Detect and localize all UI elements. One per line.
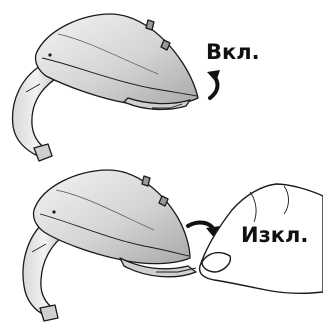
top-rotate-arrow-icon [207, 70, 220, 98]
on-label: Вкл. [206, 42, 260, 63]
top-hearing-aid-icon [13, 14, 198, 161]
bottom-hearing-aid-icon [23, 170, 196, 321]
off-label: Изкл. [241, 225, 308, 246]
